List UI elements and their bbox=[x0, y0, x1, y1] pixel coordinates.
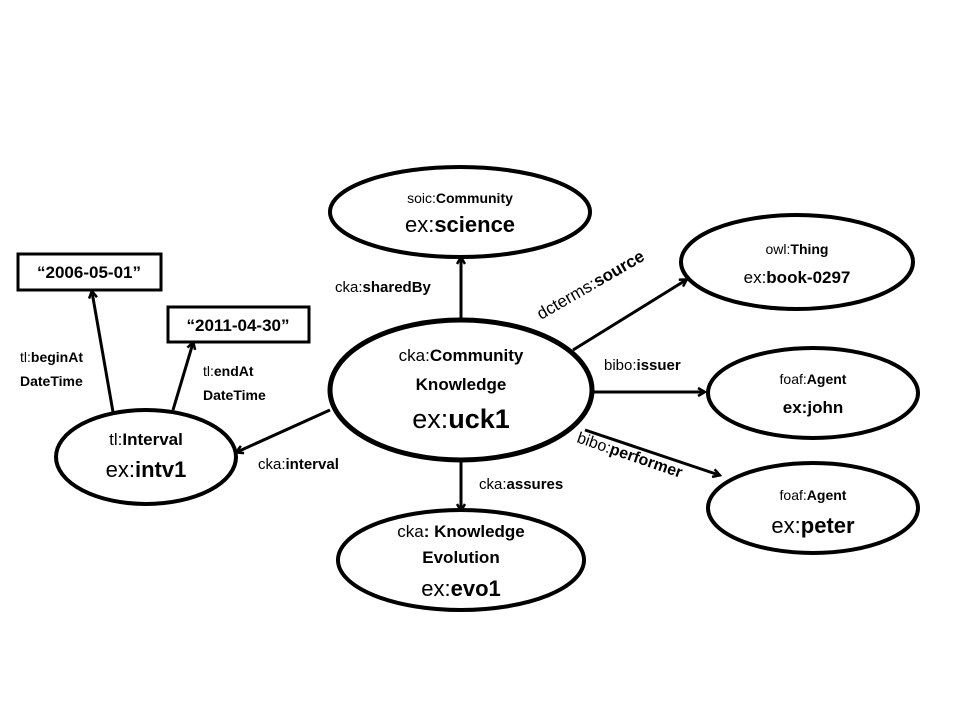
label-begin-at-line2: DateTime bbox=[20, 373, 83, 389]
node-book-type: owl:Thing bbox=[765, 241, 828, 257]
node-john: foaf:Agent ex:john bbox=[706, 346, 920, 440]
node-uck1: cka:Community Knowledge ex:uck1 bbox=[327, 317, 595, 463]
label-issuer: bibo:issuer bbox=[604, 357, 681, 374]
node-intv1: tl:Interval ex:intv1 bbox=[54, 408, 238, 506]
node-intv1-type: tl:Interval bbox=[109, 430, 183, 449]
node-john-id: ex:john bbox=[783, 398, 843, 417]
node-date-end-value: “2011-04-30” bbox=[186, 316, 289, 335]
node-john-type: foaf:Agent bbox=[780, 371, 847, 387]
node-uck1-type: cka:Community bbox=[399, 346, 524, 365]
node-science: soic:Community ex:science bbox=[328, 165, 592, 259]
node-evo1-id: ex:evo1 bbox=[421, 576, 501, 601]
node-date-end: “2011-04-30” bbox=[166, 305, 311, 344]
edge-source bbox=[572, 280, 686, 352]
label-begin-at: tl:beginAt bbox=[20, 349, 83, 365]
label-assures: cka:assures bbox=[479, 476, 563, 493]
node-uck1-type-line2: Knowledge bbox=[416, 375, 507, 394]
label-end-at-line2: DateTime bbox=[203, 387, 266, 403]
node-intv1-id: ex:intv1 bbox=[106, 457, 187, 482]
node-book: owl:Thing ex:book-0297 bbox=[679, 213, 915, 311]
node-evo1-type: cka: Knowledge bbox=[397, 522, 525, 541]
node-uck1-id: ex:uck1 bbox=[412, 404, 510, 434]
label-performer: bibo:performer bbox=[575, 430, 685, 482]
edge-interval bbox=[237, 408, 331, 452]
node-science-id: ex:science bbox=[405, 212, 515, 237]
edge-begin-at bbox=[92, 292, 115, 413]
node-peter-id: ex:peter bbox=[771, 513, 855, 538]
label-interval: cka:interval bbox=[258, 456, 339, 473]
label-shared-by: cka:sharedBy bbox=[335, 279, 432, 296]
node-date-begin-value: “2006-05-01” bbox=[37, 263, 141, 282]
edge-end-at bbox=[171, 343, 193, 411]
node-science-type: soic:Community bbox=[407, 190, 513, 206]
label-source: dcterms:source bbox=[534, 247, 648, 324]
node-book-id: ex:book-0297 bbox=[744, 268, 851, 287]
node-evo1-type-line2: Evolution bbox=[422, 548, 499, 567]
label-end-at: tl:endAt bbox=[203, 363, 254, 379]
node-peter: foaf:Agent ex:peter bbox=[706, 461, 920, 555]
edge-performer bbox=[584, 428, 719, 475]
node-peter-type: foaf:Agent bbox=[780, 487, 847, 503]
node-date-begin: “2006-05-01” bbox=[16, 252, 163, 292]
node-evo1: cka: Knowledge Evolution ex:evo1 bbox=[336, 508, 586, 612]
